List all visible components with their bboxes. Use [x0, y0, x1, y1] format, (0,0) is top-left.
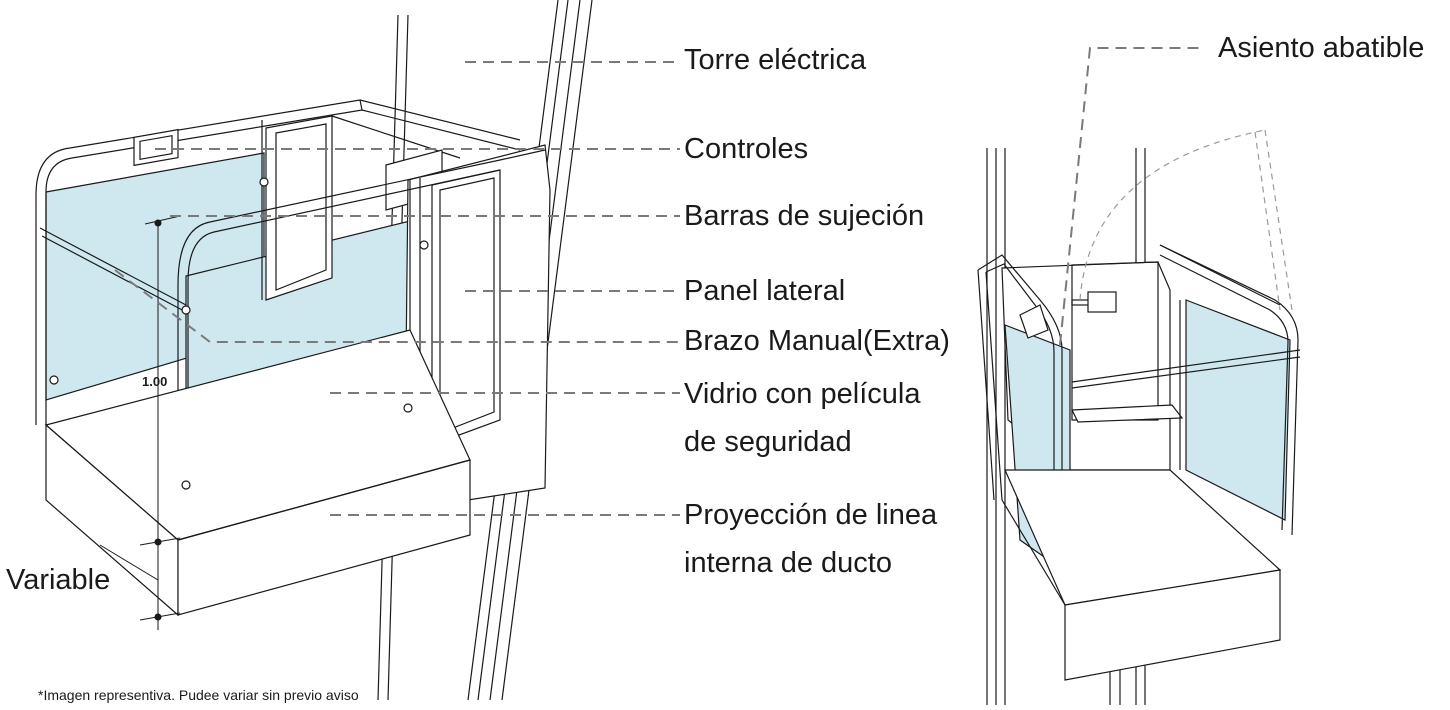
left-elevator: [35, 0, 593, 701]
right-elevator: [977, 148, 1301, 705]
label-controles: Controles: [684, 133, 809, 165]
leader-asiento: [1059, 47, 1205, 346]
label-asiento-abatible: Asiento abatible: [1218, 32, 1425, 64]
label-brazo-manual: Brazo Manual(Extra): [684, 325, 950, 357]
label-torre-electrica: Torre eléctrica: [684, 44, 867, 76]
label-proyeccion-2: interna de ducto: [684, 547, 892, 579]
seat-fold-arc: [1079, 129, 1293, 311]
label-panel-lateral: Panel lateral: [684, 275, 846, 307]
label-vidrio-1: Vidrio con película: [684, 378, 921, 410]
label-barras-sujecion: Barras de sujeción: [684, 200, 925, 232]
folding-seat: [1071, 404, 1184, 423]
label-variable: Variable: [6, 564, 111, 596]
leader-lines: [114, 61, 680, 516]
dimension-line: [99, 215, 181, 630]
dimension-label: 1.00: [142, 374, 168, 389]
label-vidrio-2: de seguridad: [684, 426, 852, 458]
control-panel: [133, 128, 179, 167]
label-proyeccion-1: Proyección de linea: [684, 499, 938, 531]
footnote: *Imagen representiva. Pudee variar sin p…: [38, 687, 359, 703]
